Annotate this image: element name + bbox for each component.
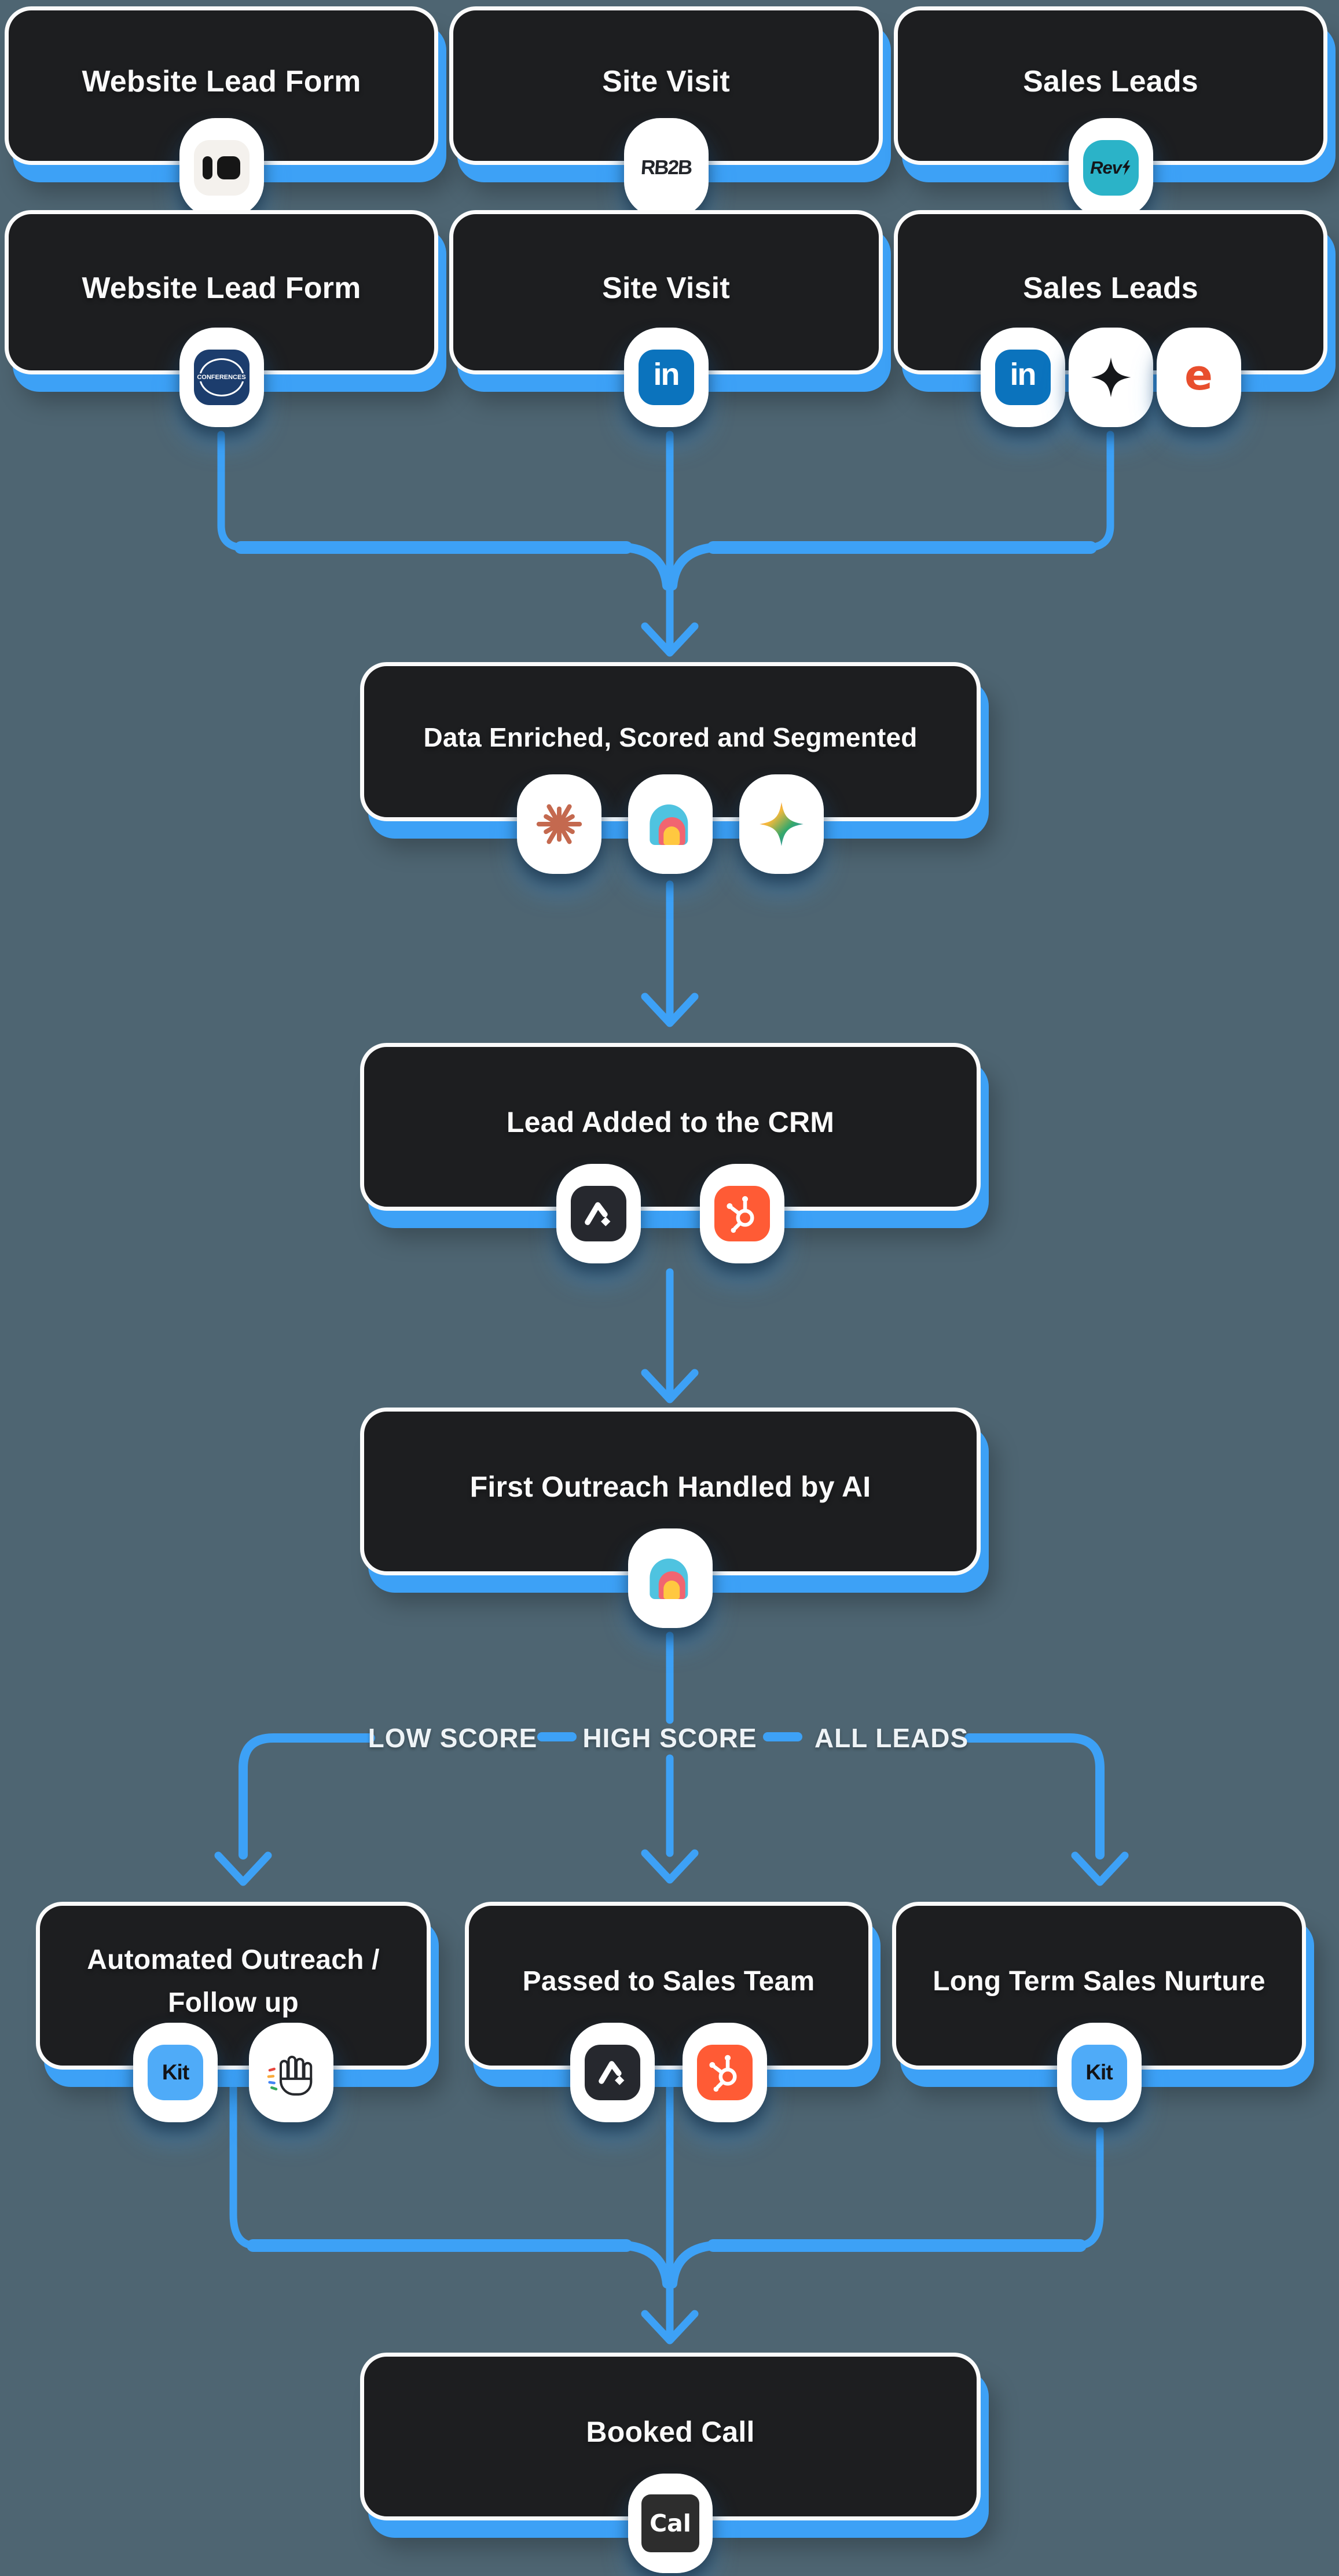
- node-sales-leads-1: Sales Leads Rev: [894, 6, 1327, 218]
- node-passed-to-sales: Passed to Sales Team: [465, 1902, 872, 2122]
- node-title: Automated Outreach /Follow up: [87, 1944, 380, 2018]
- node-icons: [628, 1528, 713, 1628]
- sparkle-icon: [1068, 328, 1153, 427]
- node-website-lead-form-2: Website Lead Form CONFERENCES: [5, 210, 438, 427]
- node-lead-added-crm: Lead Added to the CRM: [360, 1043, 981, 1263]
- node-icons: Kit: [1056, 2023, 1142, 2122]
- node-icons: in e: [980, 328, 1241, 427]
- node-icons: in: [623, 328, 709, 427]
- clay-icon: [517, 774, 601, 874]
- hubspot-icon: [683, 2023, 767, 2122]
- kit-icon: Kit: [133, 2023, 218, 2122]
- common-room-icon: [628, 774, 713, 874]
- node-title: Sales Leads: [1023, 271, 1198, 305]
- node-first-outreach-ai: First Outreach Handled by AI: [360, 1408, 981, 1628]
- attio-icon: [556, 1164, 641, 1263]
- node-icons: [517, 774, 824, 874]
- branch-label-all-leads: ALL LEADS: [814, 1723, 969, 1753]
- conferences-icon: CONFERENCES: [179, 328, 264, 427]
- rev-icon: Rev: [1068, 118, 1153, 218]
- rev-bolt-glyph: [1122, 160, 1131, 175]
- gemini-icon: [739, 774, 824, 874]
- cal-icon: Cal: [628, 2474, 713, 2573]
- node-icons: RB2B: [623, 118, 709, 218]
- linkedin-icon: in: [623, 328, 709, 427]
- node-icons: Kit: [133, 2023, 333, 2122]
- engage-e-icon: e: [1156, 328, 1241, 427]
- node-site-visit-1: Site Visit RB2B: [449, 6, 883, 218]
- node-title: Long Term Sales Nurture: [933, 1965, 1265, 1997]
- branch-label-high-score: HIGH SCORE: [582, 1723, 757, 1753]
- tella-icon: [179, 118, 264, 218]
- node-title: Lead Added to the CRM: [506, 1106, 835, 1139]
- node-icons: CONFERENCES: [179, 328, 264, 427]
- node-title: Passed to Sales Team: [522, 1965, 815, 1997]
- linkedin-icon: in: [980, 328, 1065, 427]
- rb2b-icon: RB2B: [623, 118, 709, 218]
- node-icons: Cal: [628, 2474, 713, 2573]
- node-booked-call: Booked Call Cal: [360, 2353, 981, 2573]
- node-website-lead-form-1: Website Lead Form: [5, 6, 438, 218]
- node-title: Booked Call: [586, 2416, 755, 2449]
- common-room-icon: [628, 1528, 713, 1628]
- attio-icon: [570, 2023, 655, 2122]
- node-icons: [556, 1164, 784, 1263]
- node-automated-outreach: Automated Outreach /Follow up Kit: [36, 1902, 431, 2122]
- node-title: Site Visit: [602, 271, 730, 305]
- node-data-enriched: Data Enriched, Scored and Segmented: [360, 662, 981, 874]
- node-title: Sales Leads: [1023, 64, 1198, 98]
- hubspot-icon: [700, 1164, 784, 1263]
- hand-icon: [249, 2023, 333, 2122]
- node-site-visit-2: Site Visit in: [449, 210, 883, 427]
- node-icons: Rev: [1068, 118, 1153, 218]
- node-sales-leads-2: Sales Leads in e: [894, 210, 1327, 427]
- node-title: Website Lead Form: [82, 271, 361, 305]
- node-icons: [179, 118, 264, 218]
- node-title: First Outreach Handled by AI: [469, 1471, 871, 1504]
- node-title: Website Lead Form: [82, 64, 361, 98]
- node-long-term-nurture: Long Term Sales Nurture Kit: [892, 1902, 1306, 2122]
- node-title: Site Visit: [602, 64, 730, 98]
- node-icons: [570, 2023, 767, 2122]
- branch-label-low-score: LOW SCORE: [368, 1723, 538, 1753]
- node-title: Data Enriched, Scored and Segmented: [423, 722, 918, 752]
- kit-icon: Kit: [1056, 2023, 1142, 2122]
